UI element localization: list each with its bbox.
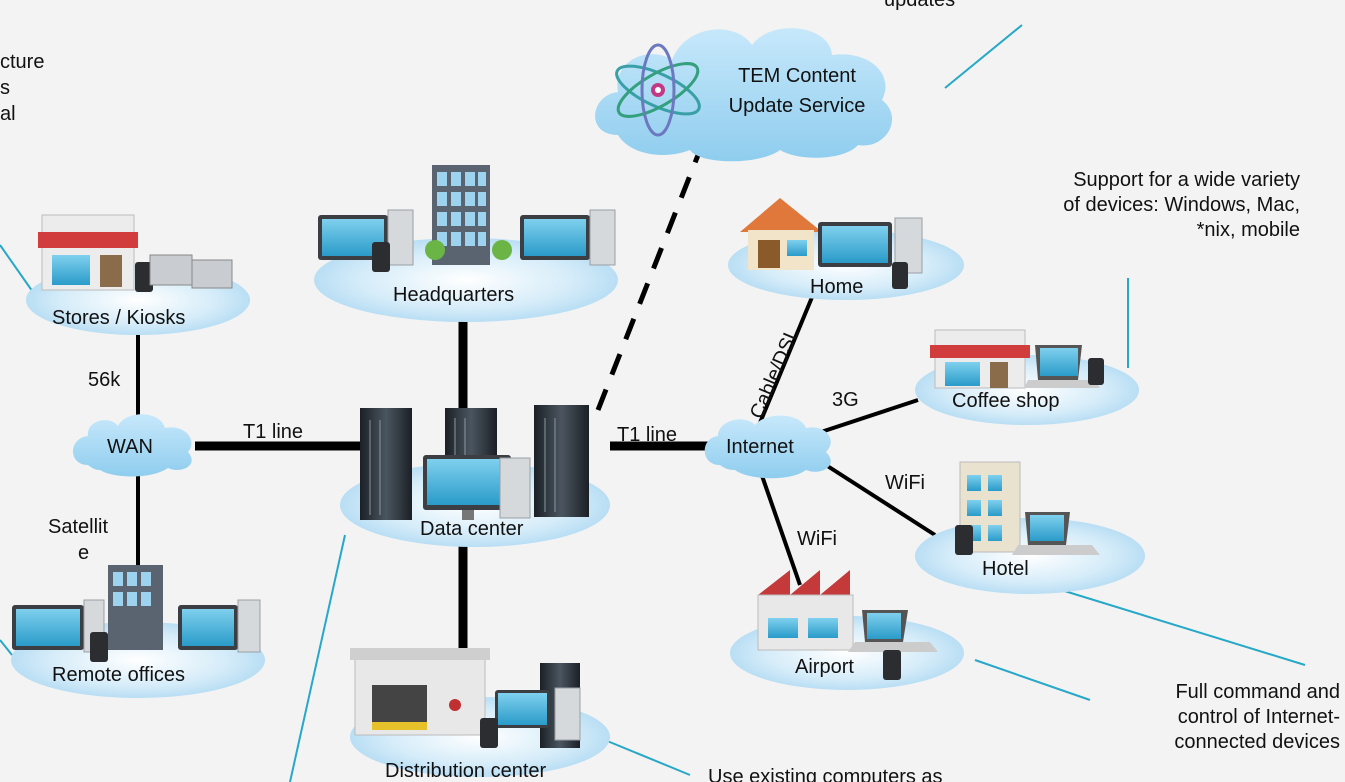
coffee-shop-label: Coffee shop [952, 390, 1060, 412]
hotel-icon [955, 461, 1100, 555]
link-56k-label: 56k [88, 369, 121, 391]
link-wifi-airport-label: WiFi [797, 528, 837, 550]
wan-cloud [73, 414, 192, 477]
coffee-shop-icon [930, 329, 1104, 389]
note-device-support-line3: *nix, mobile [1196, 219, 1300, 241]
desktop-computer-icon [318, 209, 616, 272]
network-links [136, 149, 937, 660]
tem-cloud-label-line2: Update Service [728, 95, 866, 117]
remote-office-icon [12, 565, 261, 662]
internet-cloud [704, 415, 831, 479]
data-center-label: Data center [420, 518, 524, 540]
note-left-partial-2: s [0, 77, 10, 99]
wan-label: WAN [107, 436, 153, 458]
atom-icon [615, 43, 701, 137]
remote-offices-label: Remote offices [52, 664, 186, 686]
note-command-control-line2: control of Internet- [1177, 706, 1340, 728]
note-command-control-line1: Full command and [1175, 681, 1340, 703]
note-command-control-line3: connected devices [1174, 731, 1340, 753]
monitor-icon [423, 455, 531, 520]
note-left-partial-3: al [0, 103, 16, 125]
link-wifi-hotel-label: WiFi [885, 472, 925, 494]
tem-cloud-label-line1: TEM Content [738, 65, 856, 87]
hotel-label: Hotel [982, 558, 1029, 580]
server-rack-icon [360, 405, 589, 520]
warehouse-icon [350, 648, 581, 748]
house-icon [740, 198, 923, 289]
store-icon [38, 214, 233, 292]
home-label: Home [810, 276, 864, 298]
note-device-support: Support for a wide variety of devices: W… [940, 168, 1300, 243]
link-t1-wan-label: T1 line [243, 421, 304, 443]
office-building-icon [425, 165, 512, 265]
note-command-control: Full command and control of Internet- co… [1080, 680, 1340, 755]
headquarters-label: Headquarters [393, 284, 515, 306]
note-left-partial-1: cture [0, 51, 45, 73]
note-device-support-line2: of devices: Windows, Mac, [1063, 194, 1300, 216]
stores-label: Stores / Kiosks [52, 307, 186, 329]
note-existing-computers: Use existing computers as [708, 766, 943, 782]
link-t1-internet-label: T1 line [617, 424, 678, 446]
callout-lines [0, 24, 1306, 782]
link-satellite-label-1: Satellit [48, 516, 109, 538]
airport-label: Airport [795, 656, 854, 678]
link-3g-label: 3G [832, 389, 859, 411]
note-device-support-line1: Support for a wide variety [1073, 169, 1300, 191]
link-satellite-label-2: e [78, 542, 90, 564]
internet-label: Internet [726, 436, 794, 458]
note-updates-partial: updates [884, 0, 956, 11]
airport-icon [757, 570, 938, 680]
distribution-center-label: Distribution center [385, 760, 547, 782]
